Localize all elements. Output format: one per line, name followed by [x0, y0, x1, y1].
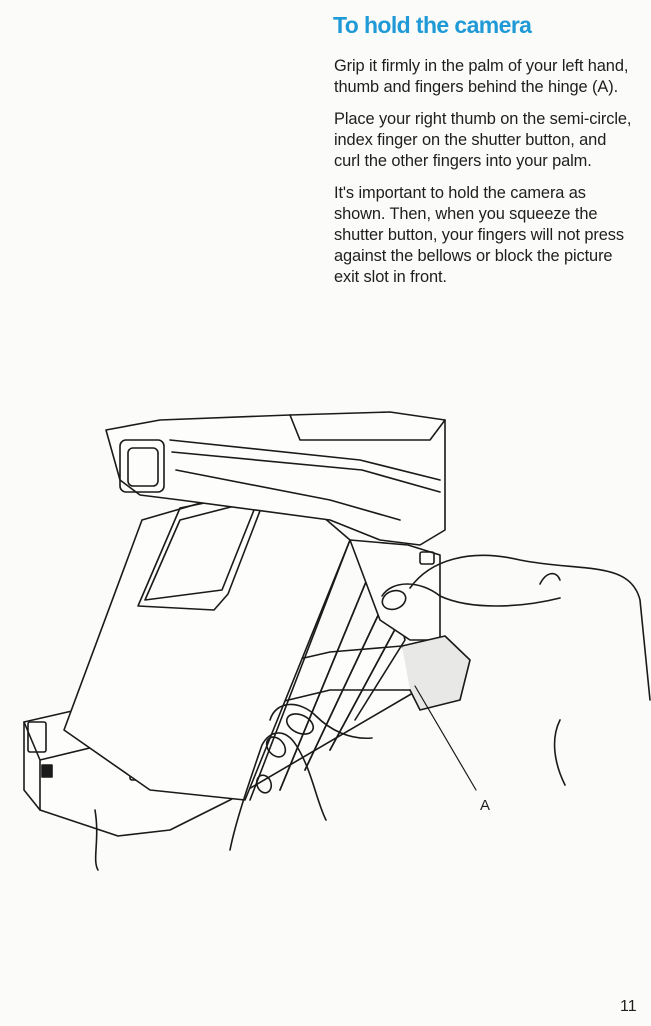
- paragraph-grip: Grip it firmly in the palm of your left …: [334, 57, 629, 96]
- shutter-button: [419, 551, 435, 565]
- base-button: [41, 764, 53, 778]
- section-title: To hold the camera: [333, 12, 532, 38]
- camera-holding-illustration: [23, 411, 651, 871]
- left-fingernail-2: [265, 736, 287, 758]
- hinge-a: [401, 635, 471, 711]
- left-fingers: [269, 703, 373, 740]
- callout-label-a: A: [480, 797, 491, 814]
- page-number: 11: [620, 998, 637, 1015]
- paragraph-importance: It's important to hold the camera as sho…: [334, 184, 624, 286]
- right-thumb: [539, 572, 561, 585]
- viewfinder-window: [119, 439, 165, 493]
- left-fingernail-1: [285, 713, 315, 735]
- left-thumb: [229, 732, 327, 851]
- base-latch-left: [27, 721, 47, 753]
- callout-leader-a: [414, 685, 477, 791]
- left-fingernail-3: [255, 774, 273, 794]
- right-hand: [409, 554, 651, 701]
- instructions-text: Grip it firmly in the palm of your left …: [334, 56, 634, 299]
- left-hand: [94, 809, 99, 871]
- camera-front-inner: [137, 489, 269, 611]
- paragraph-right-hand: Place your right thumb on the semi-circl…: [334, 110, 632, 170]
- right-index-finger: [381, 583, 561, 607]
- right-fingernail: [381, 589, 407, 611]
